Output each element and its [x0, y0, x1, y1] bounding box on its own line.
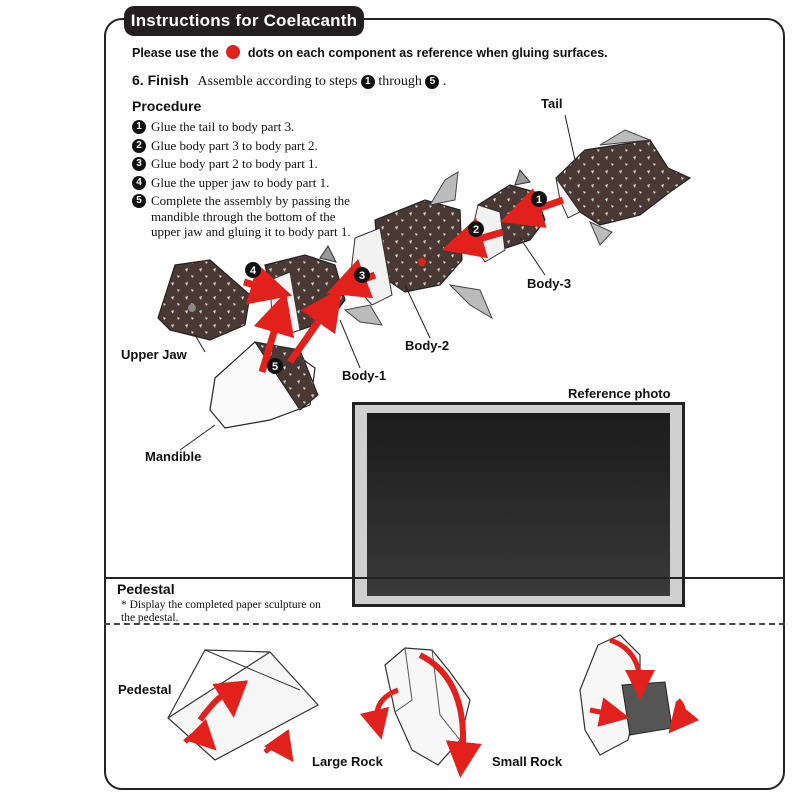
dashed-divider: [104, 623, 785, 625]
tail-label: Tail: [541, 96, 562, 111]
small-rock-label: Small Rock: [492, 754, 562, 769]
upper-jaw-label: Upper Jaw: [121, 347, 187, 362]
upper-jaw-part: [158, 260, 250, 340]
pedestal-note: * Display the completed paper sculpture …: [121, 599, 321, 624]
pedestal-title: Pedestal: [117, 581, 175, 597]
large-rock-label: Large Rock: [312, 754, 383, 769]
reference-photo-title: Reference photo: [568, 386, 671, 401]
arrow-number-4: 4: [250, 265, 257, 277]
arrow-number-2: 2: [473, 224, 479, 236]
body-1-label: Body-1: [342, 368, 386, 383]
body-2-label: Body-2: [405, 338, 449, 353]
arrow-number-1: 1: [536, 194, 542, 206]
tail-part: [556, 130, 690, 245]
reference-photo: [367, 413, 670, 596]
body-3-label: Body-3: [527, 276, 571, 291]
arrow-number-5: 5: [272, 361, 278, 373]
mandible-label: Mandible: [145, 449, 201, 464]
body-3-part: [470, 170, 545, 262]
arrow-number-3: 3: [359, 270, 365, 282]
pedestal-label: Pedestal: [118, 682, 171, 697]
